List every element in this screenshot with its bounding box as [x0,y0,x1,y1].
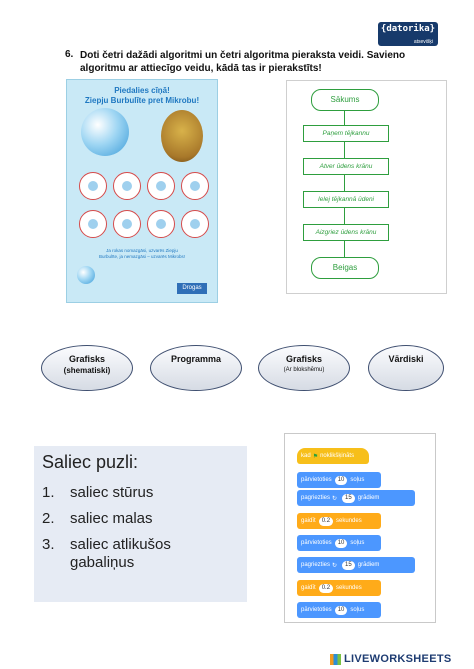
block-text: pārvietoties [301,607,332,613]
item-number: 3. [42,536,55,553]
category-sublabel: (shematiski) [63,366,111,375]
block-text: pārvietoties [301,477,332,483]
category-label: Grafisks [68,354,106,364]
item-text: saliec atlikušos [70,536,171,553]
turn-right-icon: ↻ [332,495,338,502]
category-label: Programma [170,354,222,364]
step-icon [147,172,175,200]
soap-bubble-character [81,108,129,156]
block-text: grādiem [357,562,380,568]
liveworksheets-icon [330,653,341,665]
puzzle-item: 2. saliec malas [42,510,153,527]
logo-brand: {datorika} [380,24,436,34]
microbe-character [161,110,203,162]
step-icon [113,210,141,238]
category-oval-2[interactable]: Programma [150,345,242,391]
category-oval-3[interactable]: Grafisks (Ar blokshēmu) [258,345,350,391]
green-flag-icon: ⚑ [312,453,319,460]
category-sublabel: (Ar blokshēmu) [283,367,325,373]
category-label: Grafisks [285,354,323,364]
step-icon [79,172,107,200]
block-text: pagriezties [301,495,331,501]
category-oval-1[interactable]: Grafisks (shematiski) [41,345,133,391]
turn-value: 15 [342,493,355,503]
puzzle-title: Saliec puzli: [42,452,139,472]
handwash-poster: Piedalies cīņā! Ziepju Burbulīte pret Mi… [66,79,218,303]
step-icon [79,210,107,238]
step-icon [181,172,209,200]
turn-right-icon: ↻ [332,562,338,569]
step-icon [113,172,141,200]
category-label: Vārdiski [388,354,424,364]
wait-value: 0.2 [318,516,334,526]
block-text: grādiem [357,495,380,501]
poster-title: Piedalies cīņā! Ziepju Burbulīte pret Mi… [73,86,211,106]
poster-brand: Drogas [177,283,207,294]
wait-value: 0.2 [318,583,334,593]
question-number: 6. [65,49,74,60]
item-text: saliec stūrus [70,484,154,501]
step-icon [147,210,175,238]
item-text: saliec malas [70,510,153,527]
question-text: Doti četri dažādi algoritmi un četri alg… [80,50,406,74]
poster-title-line1: Piedalies cīņā! [114,86,170,95]
flow-step-2: Atver ūdens krānu [303,158,389,175]
block-text: soļus [350,477,365,483]
move-value: 10 [334,605,348,615]
datorika-logo: {datorika} atsevišķi [378,22,438,46]
item-number: 2. [42,510,55,527]
block-text: pagriezties [301,562,331,568]
flow-step-1: Paņem tējkannu [303,125,389,142]
block-text: sekundes [336,518,362,524]
block-text: noklikšķināts [320,453,355,459]
puzzle-item: 3. saliec atlikušos [42,536,171,553]
poster-title-line2: Ziepju Burbulīte pret Mikrobu! [84,96,200,105]
block-text: gaidīt [301,518,316,524]
flow-step-3: Ielej tējkannā ūdeni [303,191,389,208]
move-value: 10 [334,475,348,485]
flow-connector [344,107,345,267]
block-text: kad [301,453,311,459]
flow-step-4: Aizgriez ūdens krānu [303,224,389,241]
when-flag-clicked-block: kad ⚑ noklikšķināts [297,448,369,464]
poster-footer-text: Ja rokas nomazgāsi, uzvarēs Ziepju Burbu… [98,248,186,259]
footer-brand: LIVEWORKSHEETS [344,653,452,665]
block-text: soļus [350,607,365,613]
step-icon [181,210,209,238]
logo-tagline: atsevišķi [413,39,433,45]
block-text: gaidīt [301,585,316,591]
flowchart: Sākums Paņem tējkannu Atver ūdens krānu … [286,80,447,294]
block-text: soļus [350,540,365,546]
liveworksheets-logo: LIVEWORKSHEETS [330,652,452,666]
item-number: 1. [42,484,55,501]
block-text: sekundes [336,585,362,591]
category-oval-4[interactable]: Vārdiski [368,345,444,391]
flow-start: Sākums [311,89,379,111]
flow-end: Beigas [311,257,379,279]
item-text-continued: gabaliņus [70,554,135,571]
move-value: 10 [334,538,348,548]
turn-value: 15 [342,560,355,570]
small-bubble [77,266,95,284]
block-text: pārvietoties [301,540,332,546]
puzzle-instructions: Saliec puzli: 1. saliec stūrus 2. saliec m… [34,446,247,602]
puzzle-item: 1. saliec stūrus [42,484,153,501]
